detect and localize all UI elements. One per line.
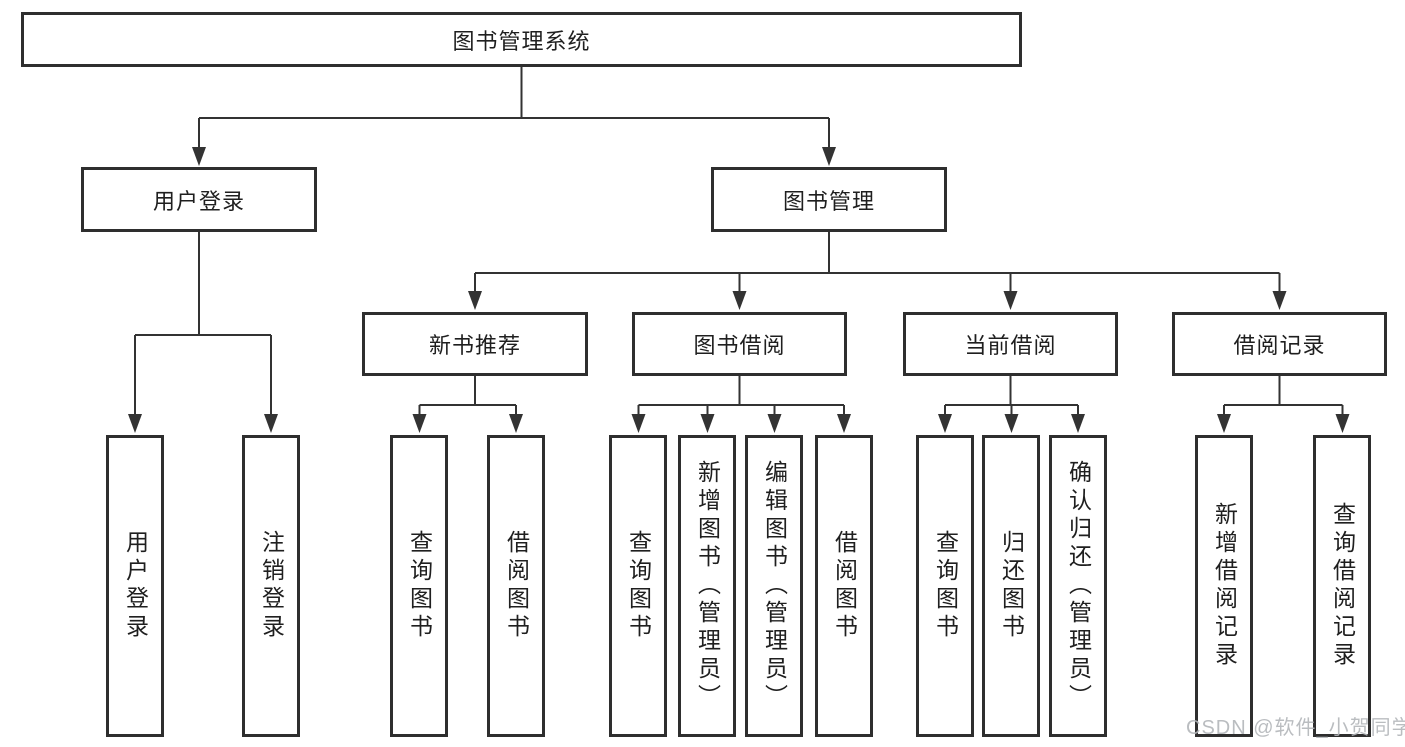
connector-arrowhead	[700, 414, 715, 433]
leaf-edit-books-admin: 编辑图书（管理员）	[745, 435, 803, 737]
node-book-borrow: 图书借阅	[632, 312, 847, 376]
connector-arrowhead	[192, 147, 206, 166]
leaf-label: 注销登录	[258, 530, 285, 642]
connector-arrowhead	[631, 414, 646, 433]
connector-arrowhead	[1004, 414, 1019, 433]
node-borrow-records: 借阅记录	[1172, 312, 1387, 376]
connector-arrowhead	[837, 414, 851, 433]
node-user-login: 用户登录	[81, 167, 317, 232]
connector-login-to-leaves	[134, 232, 272, 416]
connector-mgmt-to-groups	[474, 232, 1281, 293]
leaf-borrow-books-1: 借阅图书	[487, 435, 545, 737]
node-new-book-recommend: 新书推荐	[362, 312, 588, 376]
leaf-add-books-admin: 新增图书（管理员）	[678, 435, 736, 737]
node-borrow-records-label: 借阅记录	[1233, 333, 1326, 358]
node-book-borrow-label: 图书借阅	[693, 333, 786, 358]
csdn-watermark: CSDN @软件_小贺同学	[1186, 717, 1405, 739]
node-root-label: 图书管理系统	[452, 28, 591, 54]
node-user-login-label: 用户登录	[152, 188, 245, 214]
connector-arrowhead	[128, 414, 142, 433]
connector-current-to-leaves	[944, 375, 1079, 416]
connector-borrow-to-leaves	[637, 375, 845, 416]
leaf-logout: 注销登录	[242, 435, 300, 737]
leaf-label: 确认归还（管理员）	[1065, 460, 1092, 712]
leaf-return-books: 归还图书	[982, 435, 1040, 737]
leaf-label: 查询借阅记录	[1329, 502, 1356, 670]
connector-arrowhead	[938, 414, 952, 433]
connector-arrowhead	[1217, 414, 1231, 433]
connector-arrowhead	[412, 414, 427, 433]
leaf-label: 编辑图书（管理员）	[761, 460, 788, 712]
leaf-confirm-return-admin: 确认归还（管理员）	[1049, 435, 1107, 737]
connector-records-to-leaves	[1223, 375, 1344, 416]
connector-arrowhead	[468, 291, 482, 310]
connector-arrowhead	[1071, 414, 1085, 433]
leaf-query-borrow-record: 查询借阅记录	[1313, 435, 1371, 737]
connector-newbooks-to-leaves	[418, 375, 517, 416]
connector-arrowhead	[822, 147, 836, 166]
leaf-label: 查询图书	[932, 530, 959, 642]
node-book-management: 图书管理	[711, 167, 947, 232]
leaf-query-books-2: 查询图书	[609, 435, 667, 737]
node-current-borrow: 当前借阅	[903, 312, 1118, 376]
node-root: 图书管理系统	[21, 12, 1022, 67]
leaf-label: 借阅图书	[503, 530, 530, 642]
leaf-label: 用户登录	[122, 530, 149, 642]
leaf-query-books-3: 查询图书	[916, 435, 974, 737]
node-book-management-label: 图书管理	[782, 188, 875, 214]
leaf-user-login: 用户登录	[106, 435, 164, 737]
connector-arrowhead	[509, 414, 523, 433]
leaf-label: 借阅图书	[831, 530, 858, 642]
node-new-book-recommend-label: 新书推荐	[428, 333, 521, 358]
connector-arrowhead	[1003, 291, 1018, 310]
leaf-label: 归还图书	[998, 530, 1025, 642]
connector-arrowhead	[732, 291, 747, 310]
connector-arrowhead	[1335, 414, 1350, 433]
leaf-add-borrow-record: 新增借阅记录	[1195, 435, 1253, 737]
leaf-label: 查询图书	[406, 530, 433, 642]
leaf-label: 新增借阅记录	[1211, 502, 1238, 670]
connector-root-to-level1	[198, 67, 830, 149]
connector-arrowhead	[264, 414, 278, 433]
leaf-query-books-1: 查询图书	[390, 435, 448, 737]
connector-arrowhead	[767, 414, 782, 433]
node-current-borrow-label: 当前借阅	[964, 333, 1057, 358]
leaf-borrow-books-2: 借阅图书	[815, 435, 873, 737]
leaf-label: 查询图书	[625, 530, 652, 642]
connector-arrowhead	[1272, 291, 1287, 310]
leaf-label: 新增图书（管理员）	[694, 460, 721, 712]
